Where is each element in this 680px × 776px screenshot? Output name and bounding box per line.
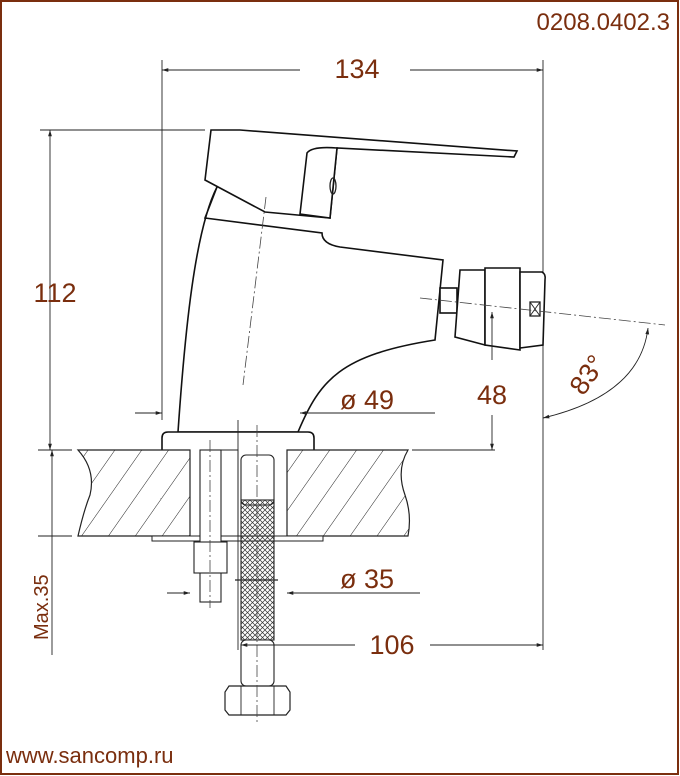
width-label: 134 bbox=[334, 54, 379, 84]
max-thickness-label: Max.35 bbox=[31, 574, 53, 640]
dimension-hole-diameter: ø 35 bbox=[167, 564, 420, 595]
dimension-width: 134 bbox=[161, 54, 544, 650]
angle-label: 83° bbox=[564, 350, 612, 401]
base-diameter-label: ø 49 bbox=[340, 385, 394, 415]
dimension-angle: 83° bbox=[542, 327, 650, 419]
product-code: 0208.0402.3 bbox=[537, 9, 670, 36]
dimension-outlet-height: 48 bbox=[477, 312, 507, 450]
countertop-section bbox=[38, 449, 495, 542]
dimension-height: 112 bbox=[33, 129, 205, 450]
website-link[interactable]: www.sancomp.ru bbox=[5, 743, 174, 768]
supply-hose bbox=[224, 420, 291, 722]
dimension-base-diameter: ø 49 bbox=[135, 385, 435, 415]
lever-handle bbox=[204, 129, 519, 219]
outlet-nozzle bbox=[454, 269, 486, 347]
dimension-max-thickness: Max.35 bbox=[31, 450, 54, 655]
dimension-hose-offset: 106 bbox=[240, 630, 543, 660]
mounting-rod bbox=[193, 440, 228, 608]
height-label: 112 bbox=[33, 278, 76, 308]
hose-offset-label: 106 bbox=[369, 630, 414, 660]
hex-nut bbox=[224, 685, 291, 716]
hole-diameter-label: ø 35 bbox=[340, 564, 394, 594]
outlet-height-label: 48 bbox=[477, 380, 507, 410]
